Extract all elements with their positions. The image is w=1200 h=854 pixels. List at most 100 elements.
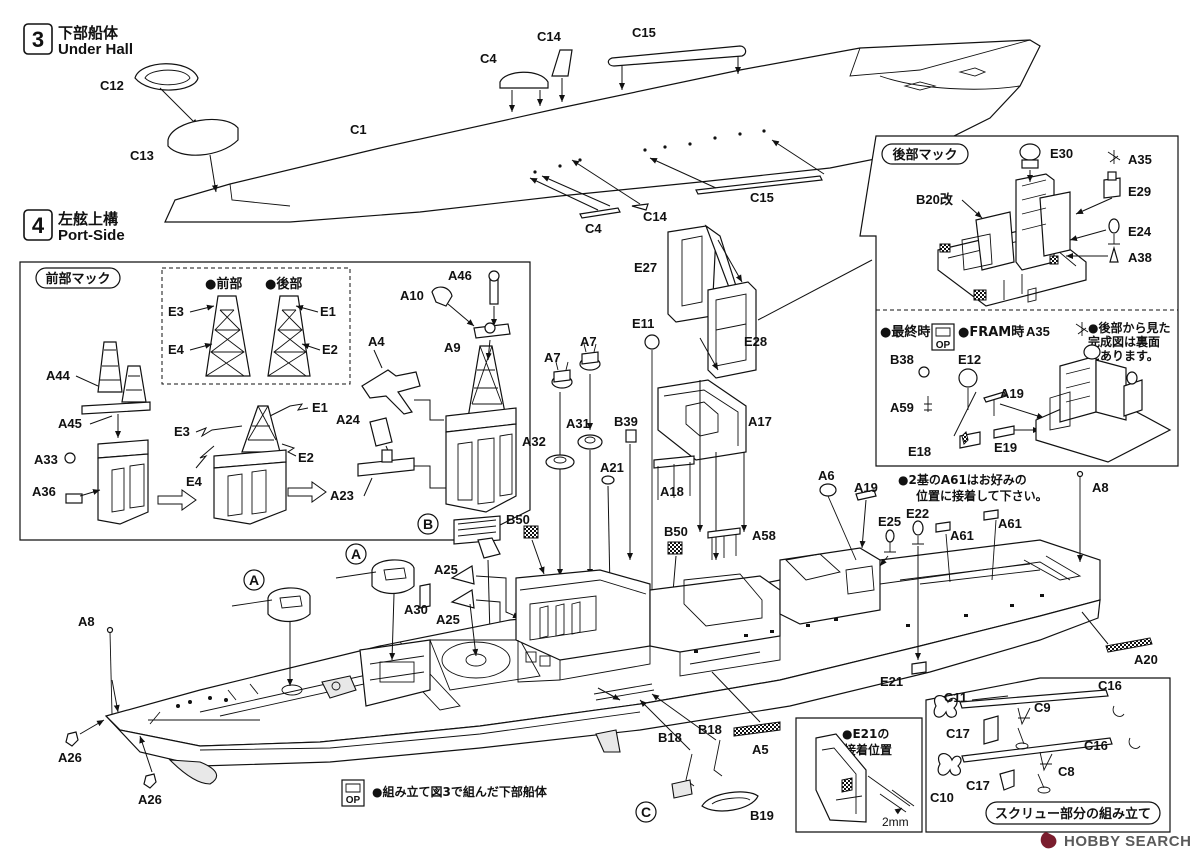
watermark: HOBBY SEARCH [1040,832,1191,850]
label-a44: A44 [46,368,71,383]
op-badge-text: OP [936,340,951,351]
label-a8-bow: A8 [78,614,95,629]
label-a45: A45 [58,416,82,431]
label-e21: E21 [880,674,903,689]
part-a25-top [450,565,521,619]
label-c11: C11 [944,690,967,705]
circled-b-letter: B [423,516,433,532]
label-e18: E18 [908,444,931,459]
turret-a-1 [231,587,311,686]
aft-mast-upper [937,173,1087,307]
part-b38 [918,366,930,378]
label-e11: E11 [632,316,654,331]
label-c13: C13 [130,148,154,163]
op-final-legend: ●最終時 OP ●FRAM時 [880,323,1024,351]
part-a46 [488,270,500,326]
label-e4: E4 [168,342,185,357]
hull-ref-text: ●組み立て図3で組んだ下部船体 [372,784,548,799]
label-c8: C8 [1058,764,1075,779]
main-hull [104,539,1101,785]
part-c4-bottom: C4 [529,175,621,236]
label-a31: A31 [566,416,590,431]
part-a20 [1081,611,1153,653]
label-e2-mid: E2 [298,450,314,465]
label-a9: A9 [444,340,461,355]
fwd-mast-final [445,345,517,513]
part-a32 [545,454,575,470]
rear-note-2: 完成図は裏面 [1088,334,1160,349]
part-b18-left [639,699,695,787]
label-c16-top: C16 [1098,678,1122,693]
part-a61-right [983,509,999,581]
part-e29 [1075,171,1121,215]
label-c16-bottom: C16 [1084,738,1108,753]
part-a17 [657,379,747,461]
front-label: ●前部 [205,276,242,292]
label-a20: A20 [1134,652,1158,667]
part-a7-left [551,361,573,576]
part-a35-top [1107,150,1121,164]
lattice-front [205,295,251,377]
label-a21: A21 [600,460,624,475]
hull-ref-op: OP [346,795,361,806]
part-e11 [644,334,660,618]
label-e2: E2 [322,342,338,357]
label-a36: A36 [32,484,56,499]
label-c12: C12 [100,78,124,93]
label-e24: E24 [1128,224,1152,239]
part-a6 [819,483,857,561]
part-e30 [1019,143,1041,182]
step-3-header: 3 下部船体 Under Hall [23,23,133,58]
aft-mast-title: 後部マック [892,147,957,163]
label-a61-left: A61 [950,528,974,543]
label-e3-mid: E3 [174,424,190,439]
label-e1-mid: E1 [312,400,328,415]
label-e4-mid: E4 [186,474,203,489]
label-a5: A5 [752,742,769,757]
aft-mast-complete [1035,344,1172,463]
part-a30 [419,583,431,609]
label-e22: E22 [906,506,929,521]
label-a35-top: A35 [1128,152,1152,167]
label-b38: B38 [890,352,914,367]
label-a4: A4 [368,334,385,349]
part-a36 [65,493,83,504]
circled-b: B [417,513,439,535]
e21-inset: ●E21の 接着位置 2mm [795,717,923,833]
label-a33: A33 [34,452,58,467]
label-a10: A10 [400,288,424,303]
e21-dimension: 2mm [882,815,909,829]
part-a59 [924,396,932,412]
circled-c: C [635,779,693,823]
part-e12 [953,368,978,437]
rear-note-1: ●後部から見た [1088,320,1170,335]
label-a30: A30 [404,602,428,617]
label-a25-bottom: A25 [436,612,460,627]
hull-c1 [164,39,1041,223]
turret-a-2 [335,559,415,661]
circled-a-1-letter: A [249,572,259,588]
step-4-subtitle: Port-Side [58,227,125,244]
label-b39: B39 [614,414,638,429]
a61-note-2: 位置に接着して下さい。 [916,488,1048,503]
label-a7-left: A7 [544,350,561,365]
label-c15-bottom: C15 [750,190,774,205]
part-a4 [361,369,444,421]
step-3-title: 下部船体 [58,24,119,42]
label-a19-aft: A19 [1000,386,1024,401]
part-a7-right [579,343,601,430]
label-c10: C10 [930,790,954,805]
step-4-title: 左舷上構 [57,210,118,228]
label-b19: B19 [750,808,774,823]
circled-c-letter: C [641,804,651,820]
part-a8-bow [106,626,120,715]
label-a19-deck: A19 [854,480,878,495]
label-c17-bottom: C17 [966,778,990,793]
label-e29: E29 [1128,184,1151,199]
label-a26-right: A26 [138,792,162,807]
part-b39 [625,429,637,560]
part-c15-bottom: C15 [649,139,825,205]
label-c15-top: C15 [632,25,656,40]
hull-ref-note: OP ●組み立て図3で組んだ下部船体 [341,779,548,807]
lattice-rear [267,295,311,377]
